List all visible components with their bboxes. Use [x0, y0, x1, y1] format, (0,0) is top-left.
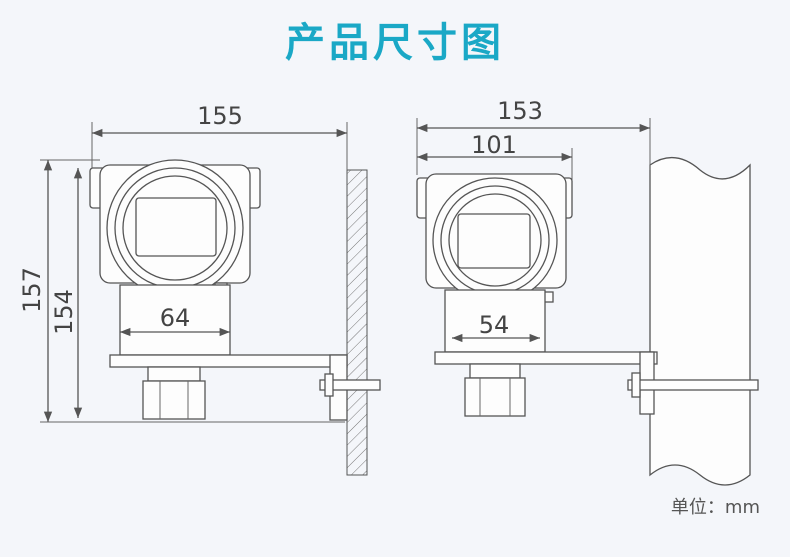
bracket-width-label: 64 [160, 304, 191, 332]
unit-label: 单位：mm [670, 497, 760, 518]
page-title: 产品尺寸图 [285, 20, 505, 66]
pressure-connector [142, 380, 206, 420]
outer-width-label: 153 [497, 97, 543, 125]
mounting-plate-right [434, 351, 658, 365]
pipe [649, 157, 751, 486]
inner-width-label: 101 [471, 131, 517, 159]
height-inner-label: 154 [50, 289, 78, 335]
mounting-plate [109, 354, 348, 368]
display-window-right [457, 213, 531, 269]
height-outer-label: 157 [18, 267, 46, 313]
u-bolt [627, 379, 759, 391]
width-label: 155 [197, 102, 243, 130]
pressure-connector-right [464, 377, 526, 417]
left-view: 155 157 154 64 [18, 102, 381, 476]
bracket-width-label-right: 54 [479, 311, 510, 339]
right-view: 153 101 54 [416, 97, 759, 486]
display-window [135, 197, 217, 257]
wall-hatch [346, 169, 368, 476]
